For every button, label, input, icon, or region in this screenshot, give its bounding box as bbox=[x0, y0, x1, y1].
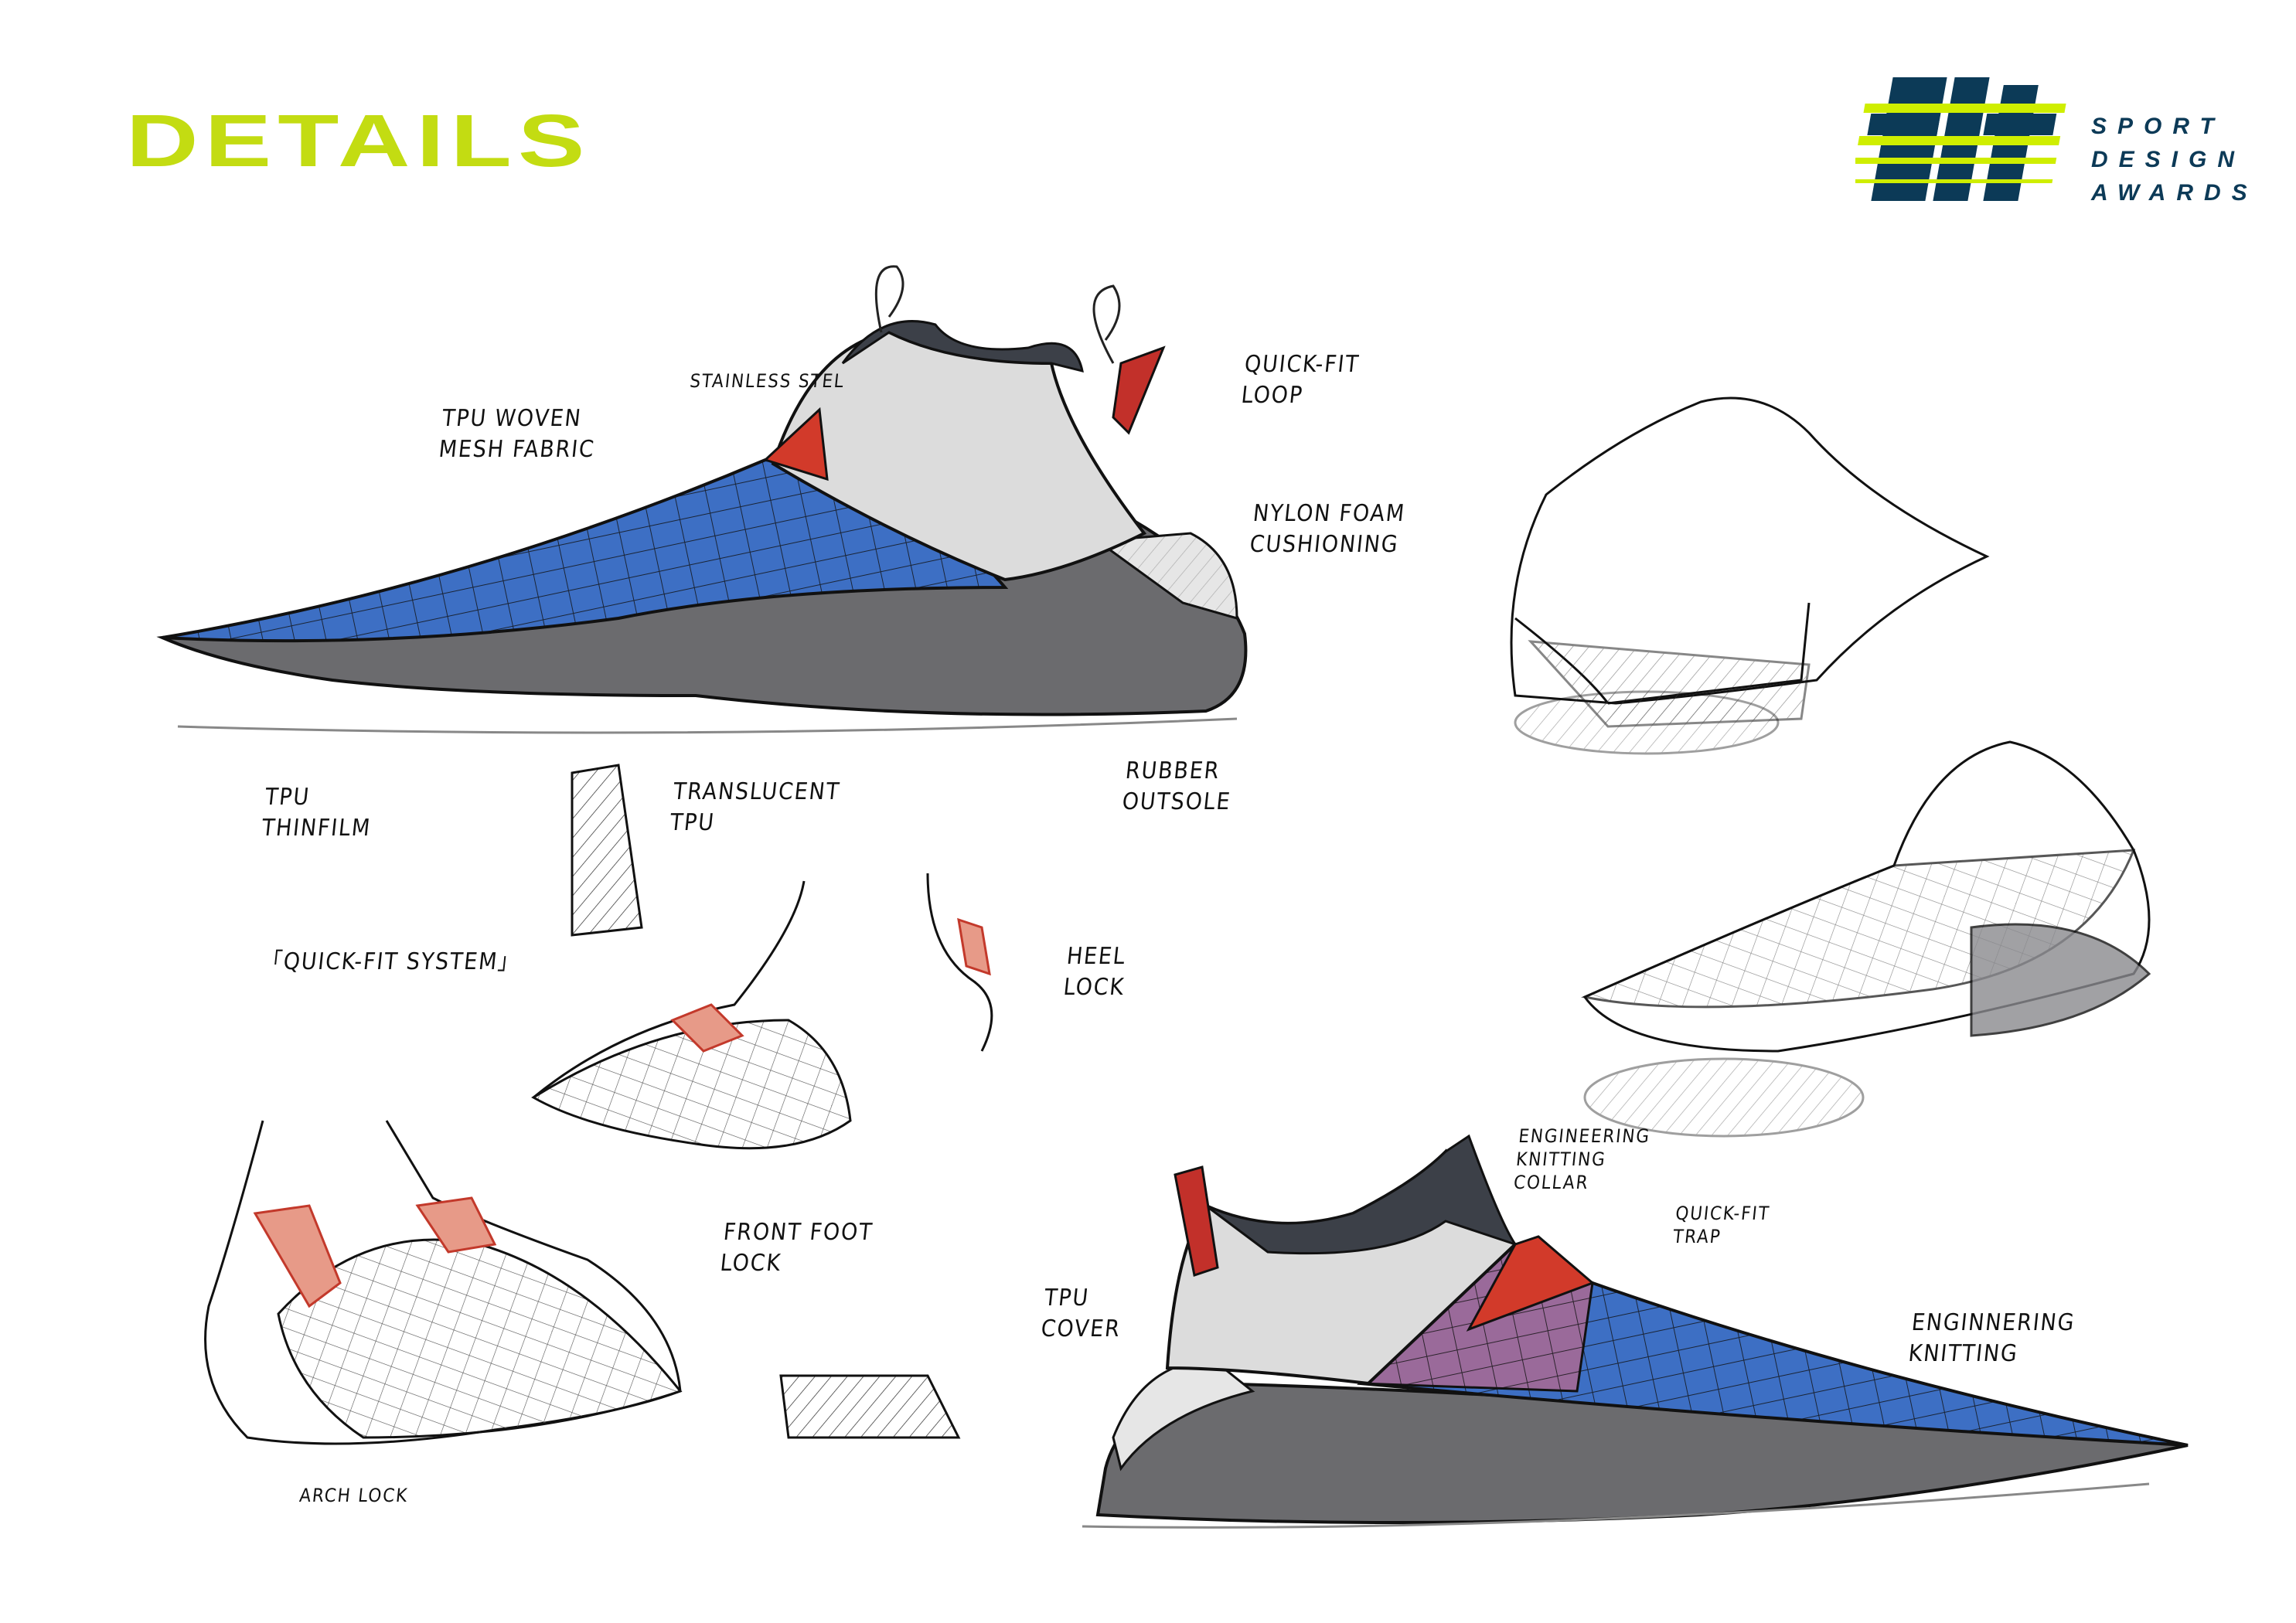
label-line: TPU bbox=[668, 809, 717, 836]
label-line: QUICK-FIT bbox=[1674, 1203, 1772, 1224]
label-quick-fit-trap: QUICK-FIT TRAP bbox=[1672, 1202, 1771, 1248]
logo-line-sport: SPORT bbox=[2091, 114, 2225, 139]
label-line: OUTSOLE bbox=[1120, 788, 1233, 815]
label-front-foot-lock: FRONT FOOT LOCK bbox=[719, 1217, 875, 1279]
label-line: TPU bbox=[264, 784, 312, 811]
quick-fit-system-sketch bbox=[204, 764, 993, 1445]
label-line: MESH FABRIC bbox=[437, 436, 597, 463]
label-line: ARCH LOCK bbox=[298, 1485, 410, 1506]
label-stainless-steel: STAINLESS STEL bbox=[689, 369, 846, 393]
label-tpu-thinfilm: TPU THINFILM bbox=[261, 782, 376, 844]
side-view-shoe-sketch bbox=[1082, 1134, 2189, 1529]
label-line: 「QUICK-FIT SYSTEM」 bbox=[260, 948, 522, 975]
label-engineering-knitting-collar: ENGINEERING KNITTING COLLAR bbox=[1513, 1125, 1652, 1194]
label-line: STAINLESS STEL bbox=[688, 370, 847, 392]
label-engineering-knitting: ENGINNERING KNITTING bbox=[1907, 1308, 2077, 1370]
page-title: DETAILS bbox=[126, 100, 591, 182]
fit-sport-design-awards-logo: SPORT DESIGN AWARDS bbox=[1851, 71, 2247, 210]
label-line: ENGINEERING bbox=[1517, 1125, 1652, 1147]
label-line: CUSHIONING bbox=[1248, 531, 1401, 558]
rear-view-sketch bbox=[1510, 396, 1990, 755]
label-line: HEEL bbox=[1065, 943, 1128, 970]
label-line: ENGINNERING bbox=[1910, 1309, 2077, 1336]
label-line: TRAP bbox=[1671, 1226, 1723, 1247]
logo-line-awards: AWARDS bbox=[2091, 180, 2258, 206]
label-line: TPU WOVEN bbox=[441, 405, 584, 432]
label-line: LOOP bbox=[1239, 382, 1305, 409]
label-line: KNITTING bbox=[1514, 1148, 1608, 1170]
label-rubber-outsole: RUBBER OUTSOLE bbox=[1121, 756, 1236, 818]
label-line: LOCK bbox=[718, 1250, 783, 1277]
label-line: NYLON FOAM bbox=[1252, 500, 1407, 527]
label-heel-lock: HEEL LOCK bbox=[1062, 941, 1130, 1003]
label-tpu-woven-mesh: TPU WOVEN MESH FABRIC bbox=[438, 403, 600, 465]
fit-logo-mark bbox=[1851, 77, 2066, 201]
label-line: TPU bbox=[1043, 1284, 1091, 1312]
label-arch-lock: ARCH LOCK bbox=[298, 1484, 410, 1507]
label-line: RUBBER bbox=[1124, 757, 1221, 784]
main-shoe-sketch bbox=[156, 265, 1248, 734]
label-tpu-cover: TPU COVER bbox=[1040, 1283, 1126, 1345]
logo-text: SPORT DESIGN AWARDS bbox=[2091, 110, 2258, 209]
label-line: KNITTING bbox=[1906, 1340, 2020, 1367]
label-quick-fit-loop: QUICK-FIT LOOP bbox=[1240, 349, 1361, 411]
label-line: THINFILM bbox=[260, 815, 373, 842]
label-line: QUICK-FIT bbox=[1243, 351, 1361, 378]
label-quick-fit-system: 「QUICK-FIT SYSTEM」 bbox=[260, 947, 522, 978]
label-line: COVER bbox=[1039, 1315, 1122, 1342]
top-view-sketch bbox=[1581, 740, 2151, 1138]
label-line: LOCK bbox=[1061, 974, 1126, 1001]
label-line: FRONT FOOT bbox=[722, 1219, 875, 1246]
label-line: TRANSLUCENT bbox=[672, 778, 842, 805]
label-line: COLLAR bbox=[1512, 1172, 1590, 1193]
label-translucent-tpu: TRANSLUCENT TPU bbox=[669, 777, 842, 839]
logo-line-design: DESIGN bbox=[2091, 147, 2246, 172]
label-nylon-foam: NYLON FOAM CUSHIONING bbox=[1248, 498, 1407, 560]
